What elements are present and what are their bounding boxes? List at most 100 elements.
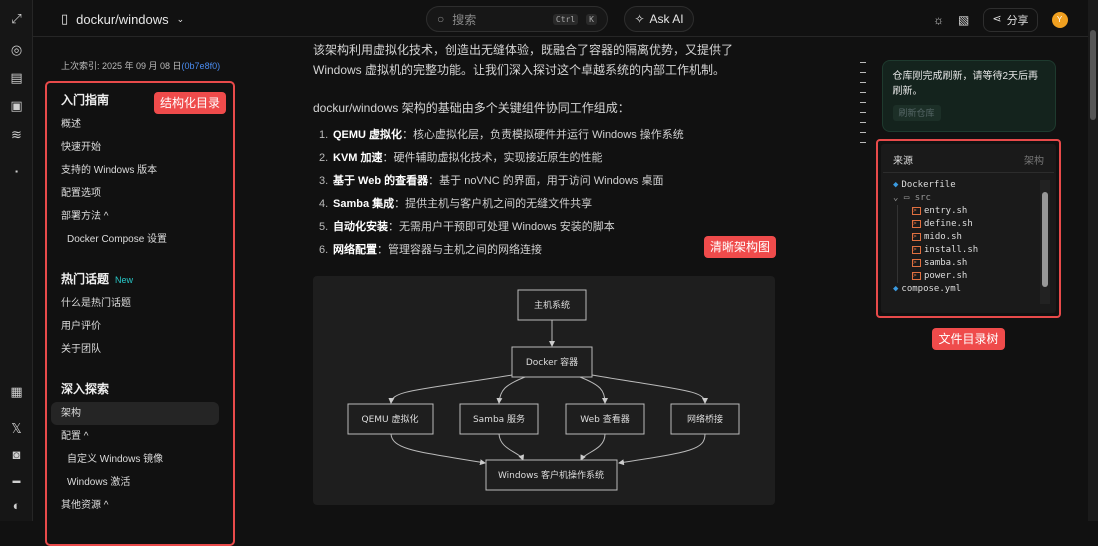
annotation-toc: 结构化目录 xyxy=(154,92,227,114)
toc-item-active[interactable]: 架构 xyxy=(51,402,219,425)
logo-icon[interactable]: ◐ xyxy=(12,498,21,513)
list-number: 4. xyxy=(319,198,329,210)
repo-selector[interactable]: ▯dockur/windows⌄ xyxy=(61,11,184,27)
kbd-k: K xyxy=(586,13,597,25)
terminal-file-icon: > xyxy=(912,245,921,254)
theme-sun-icon[interactable]: ☼ xyxy=(933,13,944,27)
file-dockerfile[interactable]: ◆Dockerfile xyxy=(893,179,978,192)
section-gap xyxy=(47,251,233,266)
node-net-label: 网络桥接 xyxy=(687,413,723,425)
file-shell-script[interactable]: >power.sh xyxy=(912,270,978,283)
section-title-text: 热门话题 xyxy=(61,272,110,286)
tree-scrollbar-thumb[interactable] xyxy=(1042,192,1048,287)
docker-icon: ◆ xyxy=(893,284,899,294)
edge-docker-net xyxy=(591,374,708,404)
refresh-notice: 仓库刚完成刷新，请等待2天后再刷新。 刷新仓库 xyxy=(881,60,1056,132)
node-samba-label: Samba 服务 xyxy=(473,413,525,425)
list-number: 3. xyxy=(319,175,329,187)
commit-link[interactable]: (0b7e8f0) xyxy=(181,61,221,71)
file-name: samba.sh xyxy=(924,258,968,268)
list-desc: ：无需用户干预即可处理 Windows 安装的脚本 xyxy=(388,221,615,233)
page-outline-markers[interactable] xyxy=(860,62,866,152)
node-net xyxy=(670,403,740,435)
page-scrollbar[interactable] xyxy=(1088,0,1098,521)
search-placeholder: 搜索 xyxy=(452,12,477,27)
toc-item-collapsible[interactable]: 其他资源 ^ xyxy=(61,500,109,511)
component-list: 1.QEMU 虚拟化：核心虚拟化层，负责模拟硬件并运行 Windows 操作系统… xyxy=(313,124,778,262)
edge-net-guest xyxy=(618,433,706,466)
toc-item-collapsible[interactable]: 配置 ^ xyxy=(61,431,89,442)
terminal-file-icon: > xyxy=(912,232,921,241)
toc-item[interactable]: 概述 xyxy=(61,119,81,130)
file-compose[interactable]: ◆compose.yml xyxy=(893,283,978,296)
ask-ai-button[interactable]: ✧Ask AI xyxy=(624,6,694,32)
search-icon: ○ xyxy=(437,12,445,26)
list-term: 基于 Web 的查看器 xyxy=(333,175,429,187)
share-button[interactable]: ⋖分享 xyxy=(983,8,1038,32)
tree-scrollbar[interactable] xyxy=(1040,180,1050,304)
document-icon[interactable]: ▦ xyxy=(10,384,23,399)
search-input[interactable]: ○ 搜索 Ctrl K xyxy=(426,6,608,32)
toc-subitem[interactable]: Docker Compose 设置 xyxy=(67,234,168,245)
layers-icon[interactable]: ≋ xyxy=(11,127,22,142)
file-shell-script[interactable]: >entry.sh xyxy=(912,205,978,218)
toc-item[interactable]: 快速开始 xyxy=(61,142,101,153)
file-name: power.sh xyxy=(924,271,968,281)
avatar[interactable]: Y xyxy=(1051,12,1068,28)
toc-item[interactable]: 关于团队 xyxy=(61,344,101,355)
x-icon[interactable]: 𝕏 xyxy=(11,421,22,436)
refresh-repo-button[interactable]: 刷新仓库 xyxy=(892,105,941,121)
file-shell-script[interactable]: >define.sh xyxy=(912,218,978,231)
file-name: define.sh xyxy=(924,219,973,229)
badge-icon[interactable]: ▬ xyxy=(12,476,21,485)
section-gap xyxy=(47,361,233,376)
tree-title: 来源 xyxy=(893,156,913,167)
toc-subitem[interactable]: Windows 激活 xyxy=(67,477,131,488)
right-column: 仓库刚完成刷新，请等待2天后再刷新。 刷新仓库 来源架构 ◆Dockerfile… xyxy=(876,60,1061,350)
node-web-label: Web 查看器 xyxy=(580,413,629,425)
folder-src[interactable]: ⌄ ▭ src xyxy=(893,192,978,205)
page-scrollbar-thumb[interactable] xyxy=(1090,30,1096,120)
translate-icon[interactable]: ▧ xyxy=(958,13,970,27)
list-desc: ：硬件辅助虚拟化技术，实现接近原生的性能 xyxy=(382,152,603,164)
list-item: 4.Samba 集成：提供主机与客户机之间的无缝文件共享 xyxy=(313,193,683,216)
toc-subitem[interactable]: 自定义 Windows 镜像 xyxy=(67,454,164,465)
discord-icon[interactable]: ◙ xyxy=(12,447,21,462)
toc-item[interactable]: 配置选项 xyxy=(61,188,101,199)
node-samba xyxy=(459,403,539,435)
notebook-icon[interactable]: ▤ xyxy=(10,70,23,85)
graph-icon[interactable]: ⤢ xyxy=(11,11,22,26)
toc-item[interactable]: 用户评价 xyxy=(61,321,101,332)
file-shell-script[interactable]: >install.sh xyxy=(912,244,978,257)
kbd-ctrl: Ctrl xyxy=(552,13,579,25)
list-term: KVM 加速 xyxy=(333,152,383,164)
list-item: 2.KVM 加速：硬件辅助虚拟化技术，实现接近原生的性能 xyxy=(313,147,683,170)
list-desc: ：核心虚拟化层，负责模拟硬件并运行 Windows 操作系统 xyxy=(402,129,684,141)
list-term: Samba 集成 xyxy=(333,198,395,210)
node-guest xyxy=(485,459,618,491)
tree-tab[interactable]: 架构 xyxy=(1024,156,1044,167)
terminal-file-icon: > xyxy=(912,206,921,215)
section-title: 入门指南 xyxy=(61,93,110,107)
file-name: Dockerfile xyxy=(901,180,956,190)
list-item: 3.基于 Web 的查看器：基于 noVNC 的界面，用于访问 Windows … xyxy=(313,170,683,193)
bookmark-icon[interactable]: ▪ xyxy=(15,167,18,176)
toc-item[interactable]: 支持的 Windows 版本 xyxy=(61,165,158,176)
ask-ai-label: Ask AI xyxy=(649,12,684,26)
bookmark-icon: ▯ xyxy=(61,11,69,26)
list-item: 5.自动化安装：无需用户干预即可处理 Windows 安装的脚本 xyxy=(313,216,683,239)
compass-icon[interactable]: ◎ xyxy=(10,42,23,57)
toc-item[interactable]: 什么是热门话题 xyxy=(61,298,131,309)
chevron-down-icon: ⌄ xyxy=(893,193,904,203)
list-term: 网络配置 xyxy=(333,244,377,256)
icon-rail: ⤢ ◎ ▤ ▣ ≋ ▪ ▦ 𝕏 ◙ ▬ ◐ xyxy=(0,0,33,521)
file-shell-script[interactable]: >samba.sh xyxy=(912,257,978,270)
sidebar: 上次索引: 2025 年 09 月 08 日(0b7e8f0) 结构化目录 入门… xyxy=(33,37,243,546)
toc-nav: 结构化目录 入门指南 概述 快速开始 支持的 Windows 版本 配置选项 部… xyxy=(45,81,235,546)
clipboard-icon[interactable]: ▣ xyxy=(10,98,23,113)
toc-item-collapsible[interactable]: 部署方法 ^ xyxy=(61,211,109,222)
file-shell-script[interactable]: >mido.sh xyxy=(912,231,978,244)
edge-qemu-guest xyxy=(390,433,486,466)
node-qemu xyxy=(347,403,434,435)
architecture-diagram: 主机系统 Docker 容器 QEMU 虚拟化 Samba 服务 Web 查看器… xyxy=(313,276,775,505)
